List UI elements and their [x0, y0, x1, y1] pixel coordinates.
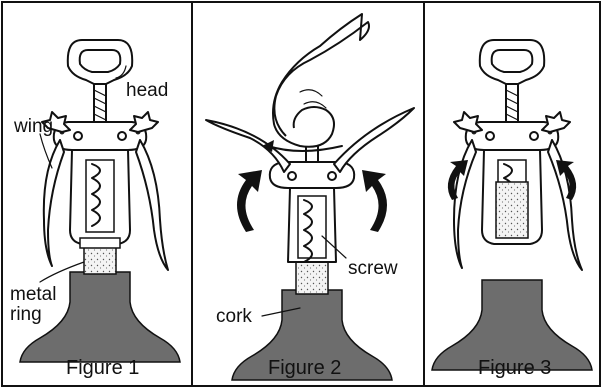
figure-2: screw cork Figure 2 [206, 14, 414, 380]
figure-3-caption: Figure 3 [478, 357, 551, 379]
figure-2-left-arrow [237, 170, 262, 232]
label-metal: metal [10, 284, 56, 305]
figure-1-corkscrew [42, 40, 168, 270]
label-cork: cork [216, 306, 252, 327]
label-screw: screw [348, 258, 398, 279]
figure-2-right-arrow [362, 170, 387, 232]
figure-2-hand [273, 14, 369, 147]
figure-1-metal-ring [80, 238, 120, 248]
figure-1: head wing metal ring Figure 1 [10, 40, 180, 379]
figure-3-cork [496, 182, 528, 238]
figure-1-caption: Figure 1 [66, 357, 139, 379]
figure-2-cork [296, 262, 328, 294]
label-wing: wing [13, 116, 53, 137]
label-head: head [126, 80, 168, 101]
figure-3: Figure 3 [432, 40, 592, 379]
label-ring: ring [10, 304, 42, 325]
figure-2-caption: Figure 2 [268, 357, 341, 379]
